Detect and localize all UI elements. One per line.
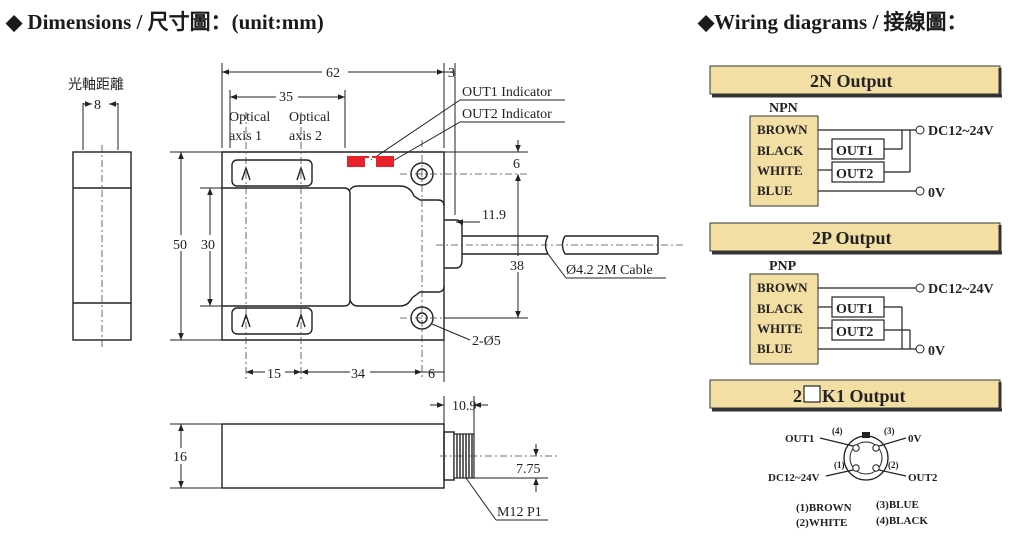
dim-34: 34 xyxy=(351,367,365,382)
k1-title: K1 Output xyxy=(822,386,906,406)
pin-0v: 0V xyxy=(908,433,922,445)
optical-axis-2-line2: axis 2 xyxy=(289,129,322,144)
hole-label: 2-Ø5 xyxy=(472,334,501,349)
npn-wire-blue: BLUE xyxy=(757,183,792,198)
bottom-body xyxy=(221,423,445,489)
npn-supply: DC12~24V xyxy=(928,124,994,139)
npn-wire-black: BLACK xyxy=(757,143,804,158)
k1-title-box xyxy=(803,385,821,403)
out2-indicator-label: OUT2 Indicator xyxy=(462,107,552,122)
dim-11-9: 11.9 xyxy=(482,208,506,223)
bottom-view: 16 10.9 7.75 M12 P1 xyxy=(170,396,560,521)
pnp-title: 2P Output xyxy=(812,228,892,248)
pin3-num: (3) xyxy=(884,426,895,436)
side-view: 光軸距離 8 xyxy=(68,76,132,348)
pnp-wire-black: BLACK xyxy=(757,301,804,316)
optical-distance-label: 光軸距離 xyxy=(68,76,124,93)
k1-wiring: 2 K1 Output OUT1 (4) 0V (3) DC12~24V (1)… xyxy=(709,379,1002,529)
pnp-wiring: 2P Output PNP BROWN BLACK WHITE BLUE DC1… xyxy=(709,222,1002,365)
pin1-num: (1) xyxy=(834,460,845,470)
dim-3: 3 xyxy=(448,66,455,81)
dim-10-9: 10.9 xyxy=(452,399,477,414)
cable-label: Ø4.2 2M Cable xyxy=(566,263,653,278)
dim-38: 38 xyxy=(510,259,524,274)
dim-35: 35 xyxy=(279,90,293,105)
front-view: 62 3 35 Optical axis 1 Optical axis 2 OU… xyxy=(170,63,686,382)
pin-out2: OUT2 xyxy=(908,472,938,484)
legend-4: (4)BLACK xyxy=(876,515,928,527)
pnp-wire-blue: BLUE xyxy=(757,341,792,356)
pnp-out2: OUT2 xyxy=(836,325,873,340)
npn-label: NPN xyxy=(769,101,798,116)
wiring-header: ◆Wiring diagrams / 接線圖： xyxy=(698,10,968,34)
pin-dc: DC12~24V xyxy=(768,472,820,484)
pnp-banner xyxy=(709,222,1001,252)
out2-indicator-led xyxy=(372,156,394,167)
optical-axis-1-line2: axis 1 xyxy=(229,129,262,144)
connector-face xyxy=(843,435,889,481)
k1-title-prefix: 2 xyxy=(793,386,802,406)
npn-wire-white: WHITE xyxy=(757,163,803,178)
pin-out1: OUT1 xyxy=(785,433,814,445)
optical-axis-1-line1: Optical xyxy=(229,110,270,125)
dim-62: 62 xyxy=(326,66,340,81)
dim-30: 30 xyxy=(201,238,215,253)
dim-7-75: 7.75 xyxy=(516,462,541,477)
dim-6-top: 6 xyxy=(513,157,520,172)
npn-out2: OUT2 xyxy=(836,167,873,182)
npn-out1: OUT1 xyxy=(836,144,873,159)
k1-banner xyxy=(709,379,1001,409)
legend-1: (1)BROWN xyxy=(796,502,852,514)
legend-2: (2)WHITE xyxy=(796,517,847,529)
pnp-supply: DC12~24V xyxy=(928,282,994,297)
dim-50: 50 xyxy=(173,238,187,253)
pnp-out1: OUT1 xyxy=(836,302,873,317)
out1-indicator-led xyxy=(347,156,369,167)
npn-wiring: 2N Output NPN BROWN BLACK WHITE BLUE DC1… xyxy=(709,65,1002,207)
pnp-wire-brown: BROWN xyxy=(757,280,808,295)
dim-15: 15 xyxy=(267,367,281,382)
dim-8: 8 xyxy=(94,98,101,113)
npn-title: 2N Output xyxy=(810,71,893,91)
dim-16: 16 xyxy=(173,450,187,465)
optical-axis-2-line1: Optical xyxy=(289,110,330,125)
pnp-zero: 0V xyxy=(928,344,945,359)
pnp-wire-white: WHITE xyxy=(757,321,803,336)
out1-indicator-label: OUT1 Indicator xyxy=(462,85,552,100)
thread-label: M12 P1 xyxy=(497,505,542,520)
npn-zero: 0V xyxy=(928,186,945,201)
sensor-body xyxy=(221,151,445,341)
dimensions-header: ◆ Dimensions / 尺寸圖：(unit:mm) xyxy=(6,10,324,34)
npn-banner xyxy=(709,65,1001,95)
pin2-num: (2) xyxy=(888,460,899,470)
legend-3: (3)BLUE xyxy=(876,499,919,511)
pnp-label: PNP xyxy=(769,259,797,274)
pin4-num: (4) xyxy=(832,426,843,436)
dim-6-bottom: 6 xyxy=(428,367,435,382)
npn-wire-brown: BROWN xyxy=(757,122,808,137)
